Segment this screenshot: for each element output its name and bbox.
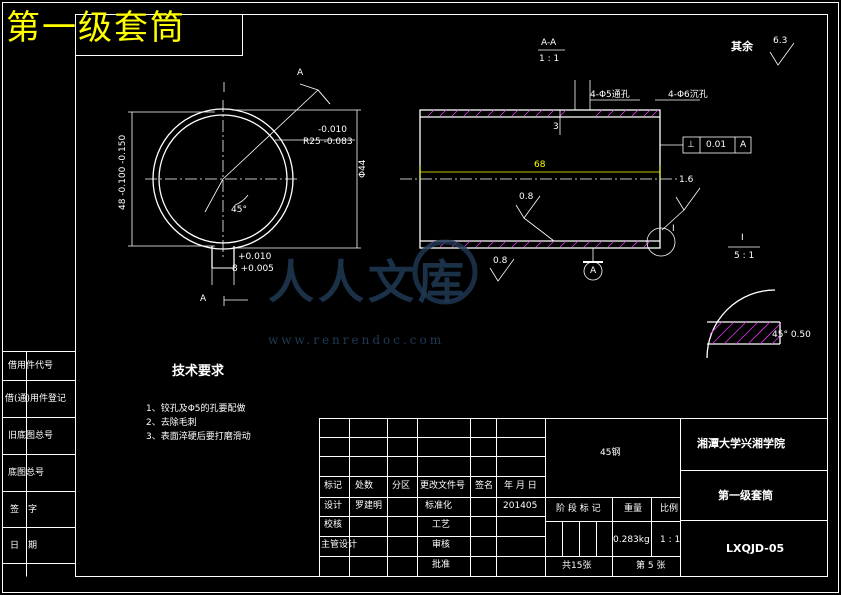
- strip-label: 借用件代号: [8, 361, 54, 371]
- tb-sheet-no: 第 5 张: [636, 561, 666, 571]
- title-box: [75, 14, 243, 56]
- tb-part-name: 第一级套筒: [718, 489, 773, 502]
- tb-header: 分区: [392, 481, 411, 491]
- key-lower: 8 +0.005: [232, 264, 274, 274]
- section-hatch: [427, 109, 659, 248]
- detail-mark-ref: I: [672, 224, 675, 234]
- roughness-2: 0.8: [493, 256, 508, 266]
- tb-header: 标记: [324, 481, 343, 491]
- tb-drawing-no: LXQJD-05: [726, 542, 785, 555]
- hole-note-2: 4-Φ6沉孔: [668, 90, 708, 100]
- tb-ratio: 1 : 1: [660, 535, 681, 545]
- roughness-1: 0.8: [519, 192, 534, 202]
- tech-item: 3、表面淬硬后要打磨滑动: [146, 432, 251, 442]
- angle-label: 45°: [231, 205, 247, 215]
- watermark-logo: 人人文库: [268, 255, 468, 309]
- tb-stage-label: 阶 段 标 记: [556, 504, 601, 514]
- key-upper: +0.010: [238, 252, 272, 262]
- perp-symbol: ⊥: [687, 140, 695, 150]
- small-dimension: 3: [553, 122, 559, 132]
- surface-roughness: 6.3: [773, 36, 788, 46]
- tb-weight: 0.283kg: [613, 535, 650, 545]
- tb-designer: 罗建明: [355, 501, 383, 511]
- strip-label: 旧底图总号: [8, 431, 54, 441]
- tolerance-upper: -0.010: [318, 125, 348, 135]
- strip-label: 签 字: [10, 505, 38, 515]
- datum-label: A: [590, 266, 597, 276]
- tb-std: 工艺: [432, 520, 451, 530]
- chamfer-label: 45° 0.50: [772, 330, 811, 340]
- tb-header: 处数: [355, 481, 374, 491]
- tech-item: 2、去除毛刺: [146, 418, 197, 428]
- surface-label: 其余: [731, 40, 753, 53]
- view-mark-top: A: [297, 68, 304, 78]
- section-name: A-A: [541, 38, 557, 48]
- view-mark-bottom: A: [200, 294, 207, 304]
- tb-sheets-total: 共15张: [562, 561, 592, 571]
- strip-label: 借(通)用件登记: [5, 394, 67, 404]
- tb-header: 年 月 日: [504, 481, 537, 491]
- tb-std: 审核: [432, 540, 451, 550]
- tb-row-label: 主管设计: [321, 540, 358, 550]
- detail-scale: 5 : 1: [734, 251, 755, 261]
- tb-std: 批准: [432, 560, 451, 570]
- tb-row-label: 校核: [324, 520, 343, 530]
- strip-label: 底图总号: [8, 468, 45, 478]
- side-dimension: 48 -0.100 -0.150: [118, 134, 128, 210]
- tb-weight-label: 重量: [624, 504, 643, 514]
- diameter-mark: Φ44: [358, 159, 368, 178]
- tb-material: 45钢: [600, 448, 621, 458]
- length-dimension: 68: [534, 160, 546, 170]
- tb-school: 湘潭大学兴湘学院: [697, 437, 785, 450]
- tb-date: 201405: [503, 501, 538, 511]
- strip-label: 日 期: [10, 541, 38, 551]
- detail-mark: I: [741, 233, 744, 243]
- drawing-title: 第一级套筒: [6, 8, 186, 48]
- tech-title: 技术要求: [172, 364, 225, 379]
- perp-value: 0.01: [706, 140, 727, 150]
- perp-datum: A: [740, 140, 747, 150]
- tb-header: 签名: [475, 481, 494, 491]
- watermark-url: www.renrendoc.com: [268, 333, 445, 347]
- hole-note-1: 4-Φ5通孔: [590, 90, 630, 100]
- tb-header: 更改文件号: [420, 481, 466, 491]
- tolerance-lower: R25 -0.083: [303, 137, 353, 147]
- detail-view: [706, 289, 781, 359]
- tb-row-label: 设计: [324, 501, 343, 511]
- tb-std: 标准化: [425, 501, 453, 511]
- tech-item: 1、铰孔及Φ5的孔要配做: [146, 404, 246, 414]
- section-scale: 1 : 1: [539, 54, 560, 64]
- tb-ratio-label: 比例: [660, 504, 679, 514]
- roughness-3: 1.6: [679, 175, 694, 185]
